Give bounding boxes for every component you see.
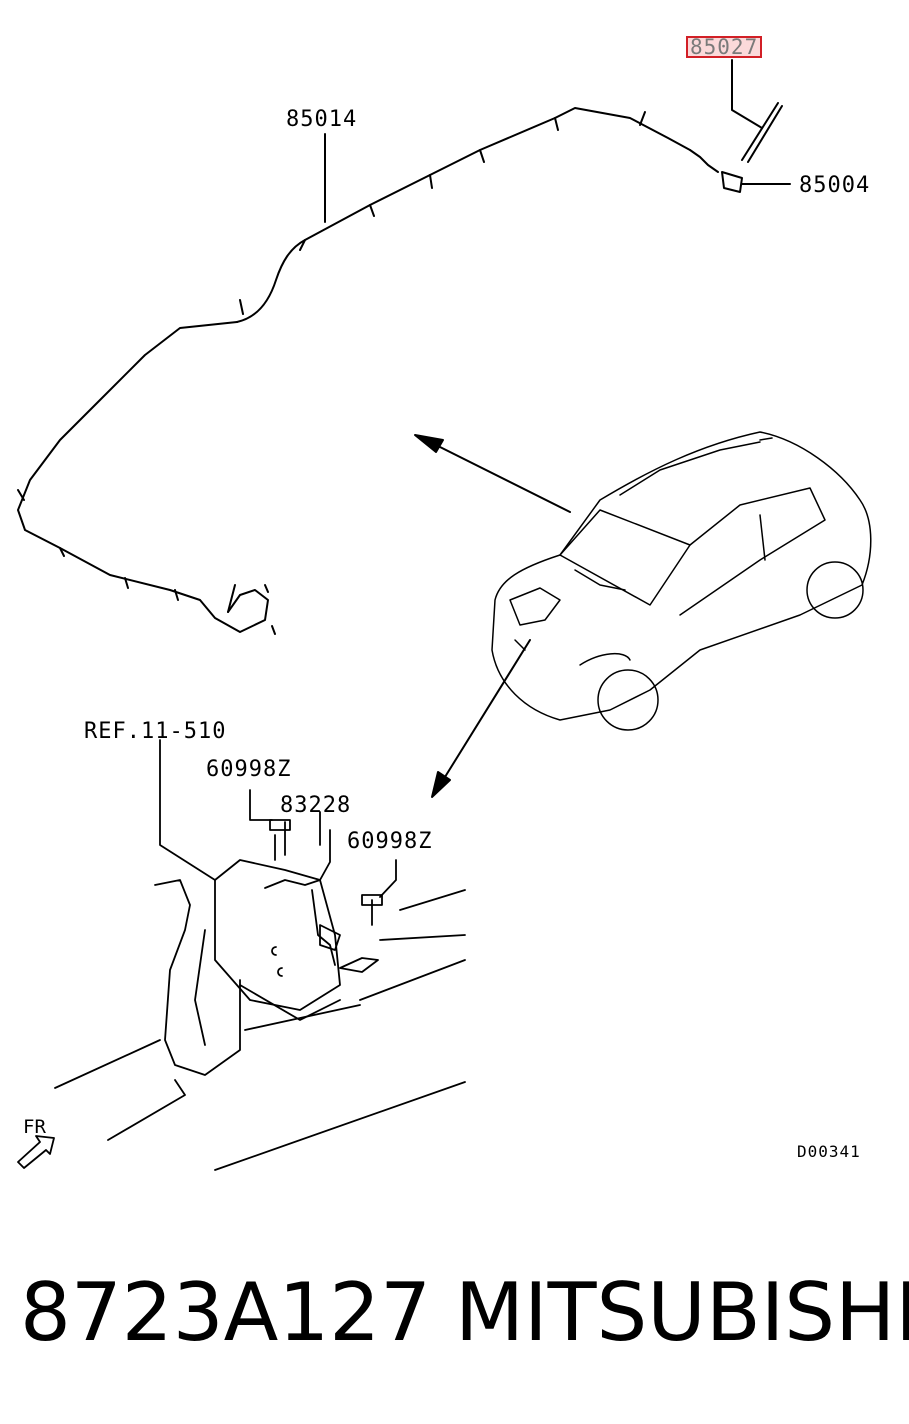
callout-85004: 85004: [799, 173, 871, 198]
car-outline: [491, 431, 872, 731]
callout-ref: REF.11-510: [84, 719, 227, 744]
callout-bolt-upper: 60998Z: [206, 757, 292, 782]
callout-83228: 83228: [280, 793, 352, 818]
footer-part-number: 8723A127: [20, 1266, 432, 1359]
footer-brand: MITSUBISHI: [455, 1266, 909, 1359]
washer-hose-85014: [17, 107, 691, 635]
callout-bolt-lower: 60998Z: [347, 829, 433, 854]
body-panel-lines: [54, 889, 466, 1171]
front-arrow-icon: [17, 1135, 55, 1169]
nozzle-and-blade: [689, 59, 791, 193]
callout-85027-highlighted: 85027: [686, 36, 763, 58]
washer-reservoir: [154, 739, 397, 1076]
callout-85014: 85014: [286, 107, 358, 132]
front-marker: FR: [23, 1116, 46, 1138]
direction-arrows: [414, 434, 571, 798]
diagram-code: D00341: [797, 1142, 861, 1161]
